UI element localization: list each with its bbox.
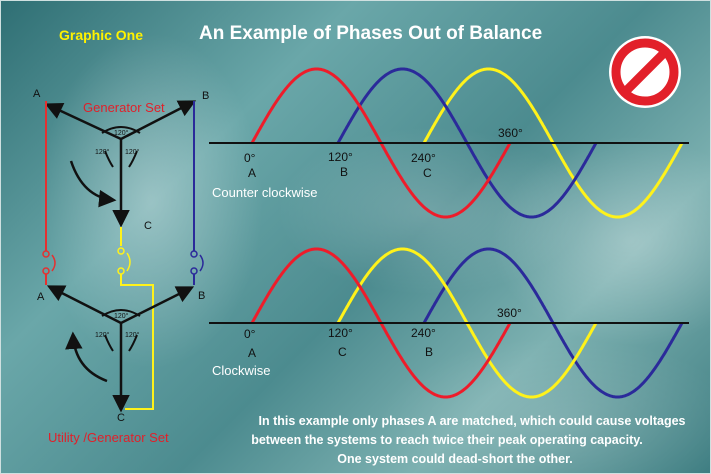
connection-wires [42,101,204,410]
bottom-vector-b [120,286,195,325]
bottom-axis-deg-2: 240° [411,326,436,340]
bottom-axis-deg-1: 120° [328,326,353,340]
top-angle-arc-ac [104,150,114,168]
top-axis-phase-1: B [340,165,348,179]
prohibited-icon [609,36,681,108]
top-angle-arc-ab [101,126,141,134]
caption-line-3: One system could dead-short the other. [337,452,572,466]
bottom-angle-arc-ab [101,309,141,317]
bottom-rotation-arrow [65,331,108,383]
top-axis-end-label: 360° [498,126,523,140]
bottom-angle-label-3: 120° [125,331,140,339]
bottom-angle-arc-ac [104,334,114,352]
bottom-axis-deg-0: 0° [244,327,256,341]
bottom-phase-a-label: A [37,291,45,303]
top-axis-deg-1: 120° [328,150,353,164]
top-axis-deg-2: 240° [411,151,436,165]
top-angle-label-3: 120° [125,148,140,156]
bottom-phase-c-label: C [117,412,125,424]
graphic-label: Graphic One [59,27,143,43]
wire-c-bottom [120,274,154,410]
bottom-axis-end-label: 360° [497,306,522,320]
top-angle-label-1: 120° [114,129,129,137]
caption-line-1: In this example only phases A are matche… [259,414,686,428]
top-waveform: 0° A 120° B 240° C 360° Counter clockwis… [209,67,689,219]
bottom-axis-phase-1: C [338,345,347,359]
bottom-vector-a [46,285,122,325]
bottom-rotation-label: Clockwise [212,363,271,378]
caption-line-2: between the systems to reach twice their… [251,433,643,447]
page-title: An Example of Phases Out of Balance [199,23,542,44]
top-axis-deg-0: 0° [244,151,256,165]
top-rotation-arrow [69,160,117,208]
top-angle-arc-bc [128,150,138,168]
bottom-angle-label-1: 120° [114,312,129,320]
top-angle-label-2: 120° [95,148,110,156]
top-phase-c-label: C [144,220,152,232]
top-axis-phase-2: C [423,166,432,180]
bottom-waveform: 0° A 120° C 240° B 360° Clockwise [209,247,689,399]
bottom-angle-label-2: 120° [95,331,110,339]
caption: In this example only phases A are matche… [251,414,685,466]
top-axis-phase-0: A [248,166,256,180]
bottom-wye-diagram: A B C Utility /Generator Set 120° 120° 1… [37,285,205,445]
top-vector-a [44,102,122,141]
top-rotation-label: Counter clockwise [212,185,318,200]
bottom-angle-arc-bc [128,334,138,352]
top-phase-b-label: B [202,90,209,102]
top-set-title: Generator Set [83,100,165,115]
bottom-axis-phase-0: A [248,346,256,360]
bottom-set-title: Utility /Generator Set [48,430,169,445]
top-vector-b [120,100,197,141]
top-wye-diagram: Generator Set A B C 120° 120° 120° [33,88,209,232]
top-phase-a-label: A [33,88,41,100]
bottom-phase-b-label: B [198,290,205,302]
bottom-axis-phase-2: B [425,345,433,359]
